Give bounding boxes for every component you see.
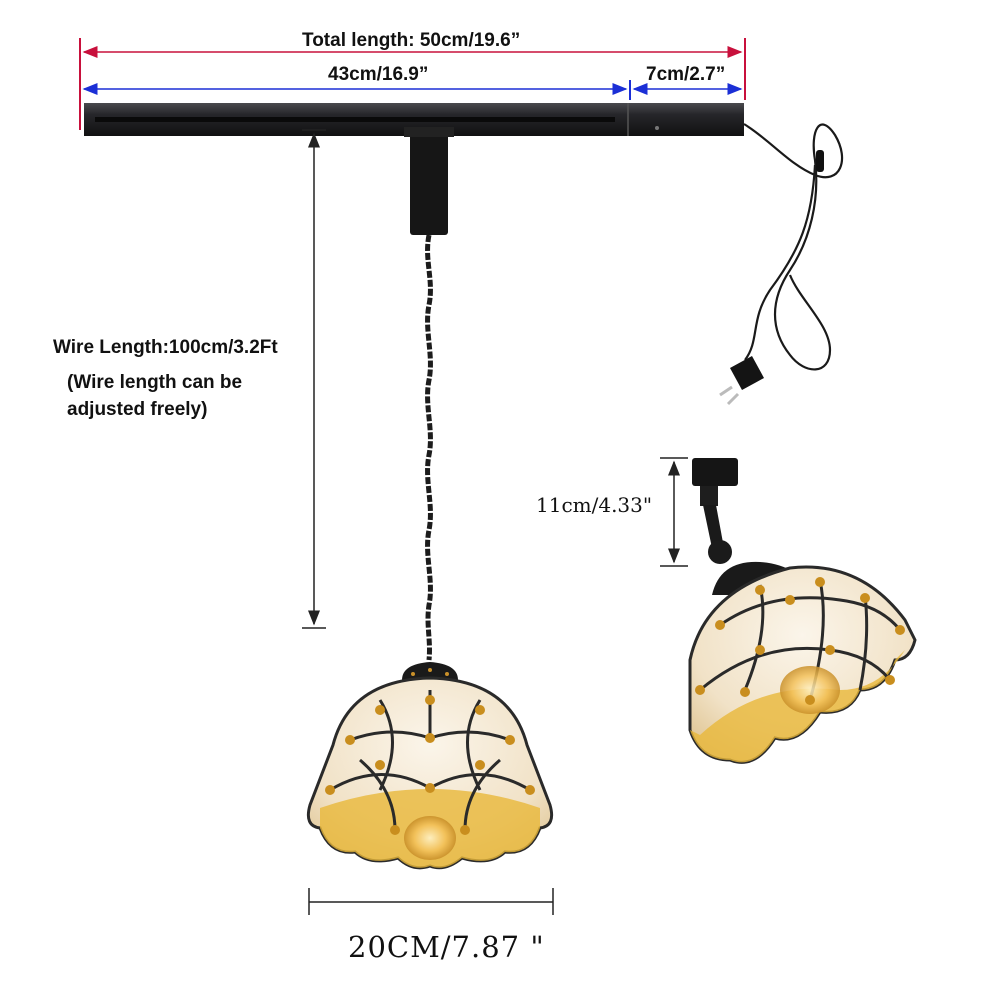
power-cord-icon	[743, 123, 844, 371]
rail-segment-label: 43cm/16.9”	[328, 64, 429, 85]
total-length-dimension	[79, 38, 746, 130]
wire-length-label: Wire Length:100cm/3.2Ft	[53, 337, 278, 358]
wire-note-line2: adjusted freely)	[67, 399, 208, 420]
plug-icon	[719, 356, 764, 406]
adapter-height-label: 11cm/4.33"	[536, 493, 653, 517]
shade-diameter-dimension	[308, 888, 554, 915]
adapter-height-dimension	[660, 457, 688, 567]
track-adapter-lamp-icon	[688, 458, 917, 764]
total-length-label: Total length: 50cm/19.6”	[302, 30, 521, 51]
segment-dimensions	[82, 80, 743, 100]
wire-length-dimension	[302, 129, 326, 629]
shade-diameter-label: 20CM/7.87 "	[348, 930, 545, 964]
pendant-lamp-icon	[306, 127, 554, 870]
wire-note-line1: (Wire length can be	[67, 372, 243, 393]
end-segment-label: 7cm/2.7”	[646, 64, 726, 85]
